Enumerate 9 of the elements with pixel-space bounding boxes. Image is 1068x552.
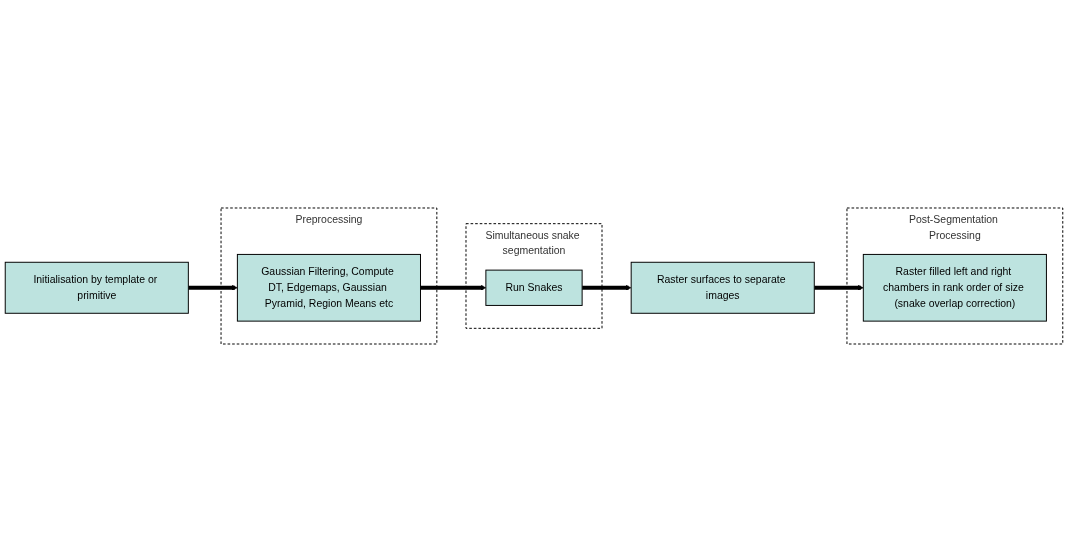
node-box: Raster surfaces to separate images: [630, 261, 815, 314]
node-box: Initialisation by template or primitive: [4, 261, 189, 314]
arrow: [188, 284, 238, 291]
arrow: [420, 284, 487, 291]
arrow: [814, 284, 864, 291]
arrow: [582, 284, 632, 291]
node-box: Raster filled left and right chambers in rank order of size (snake overlap correction): [862, 253, 1047, 322]
node-box: Gaussian Filtering, Compute DT, Edgemaps, Gaussian Pyramid, Region Means etc: [236, 253, 421, 322]
node-box: Run Snakes: [485, 269, 583, 306]
